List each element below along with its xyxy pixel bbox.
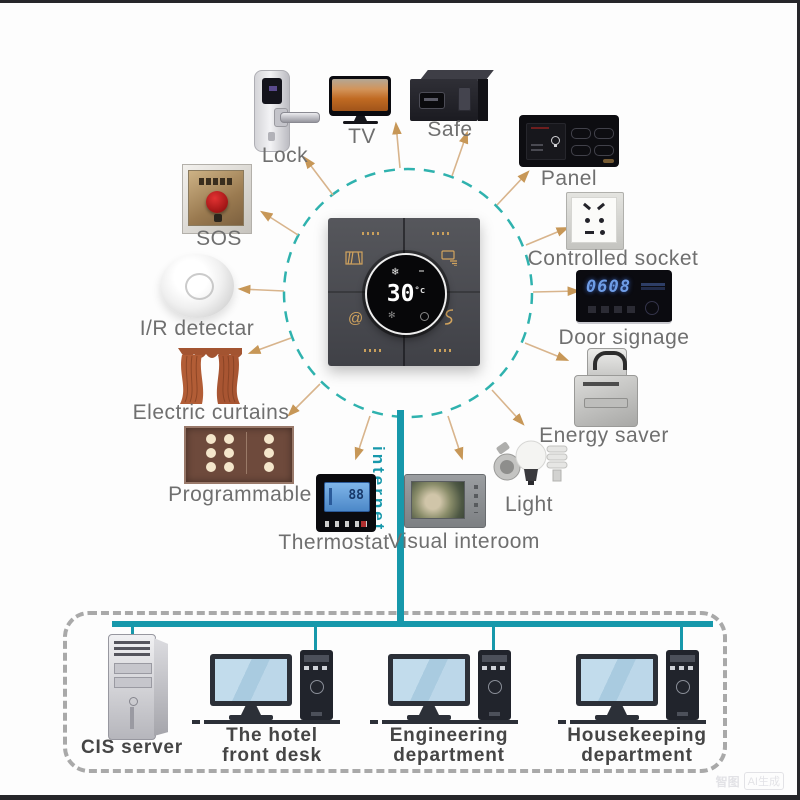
emergency-red-button xyxy=(206,191,228,213)
engineering-computer-icon xyxy=(370,650,518,728)
front-desk-computer-icon xyxy=(192,650,340,728)
curtains-icon xyxy=(176,346,244,406)
sos-button-icon xyxy=(182,164,252,234)
drop-line-housekeeping xyxy=(680,627,683,651)
label-safe: Safe xyxy=(427,118,473,141)
clock-icon xyxy=(420,312,429,321)
label-controlled-socket: Controlled socket xyxy=(527,247,699,270)
label-tv: TV xyxy=(348,125,376,148)
scene-s-icon xyxy=(444,309,454,325)
door-lock-icon xyxy=(254,70,320,152)
laundry-icon: @ xyxy=(348,310,364,327)
drop-line-frontdesk xyxy=(314,627,317,651)
housekeeping-computer-icon xyxy=(558,650,706,728)
watermark: 智图 AI生成 xyxy=(716,772,784,790)
label-thermostat: Thermostat xyxy=(278,531,390,554)
central-thermostat-panel: @ ❄ 30°c ✻ xyxy=(328,218,480,366)
internet-trunk-line xyxy=(397,410,404,623)
socket-icon xyxy=(566,192,624,250)
fan-icon: ✻ xyxy=(388,310,396,320)
energy-saver-icon xyxy=(574,348,638,427)
tv-icon xyxy=(329,76,393,126)
thermostat-lcd-value: 88 xyxy=(348,488,364,503)
frame-edge-right xyxy=(797,0,800,800)
video-intercom-icon xyxy=(404,474,486,528)
control-panel-icon xyxy=(519,115,619,167)
label-ir-detectar: I/R detectar xyxy=(139,317,255,340)
room-number-display: 0608 xyxy=(586,277,631,297)
label-electric-curtains: Electric curtains xyxy=(132,401,290,424)
cis-server-icon xyxy=(102,630,174,740)
safe-icon xyxy=(410,70,494,122)
label-programmable: Programmable xyxy=(168,483,312,506)
door-signage-icon: 0608 xyxy=(576,270,672,324)
frame-edge-top xyxy=(0,0,800,3)
label-door-signage: Door signage xyxy=(558,326,690,349)
drop-line-engineering xyxy=(492,627,495,651)
frame-edge-bottom xyxy=(0,795,800,800)
ir-detector-icon xyxy=(160,254,236,320)
light-bulbs-icon xyxy=(489,434,569,496)
label-cis-server: CIS server xyxy=(80,737,183,758)
label-visual-interoom: Visual interoom xyxy=(388,530,540,553)
temperature-readout: 30°c xyxy=(386,281,426,307)
thermostat-icon: 88 xyxy=(316,474,376,534)
label-lock: Lock xyxy=(261,144,309,167)
thermostat-display: ❄ 30°c ✻ xyxy=(365,253,447,335)
curtain-icon xyxy=(345,251,363,265)
lan-dashed-box xyxy=(63,611,727,773)
programmable-switch-icon xyxy=(184,426,294,484)
label-sos: SOS xyxy=(196,227,242,250)
label-light: Light xyxy=(504,493,554,516)
label-energy-saver: Energy saver xyxy=(539,424,669,447)
cool-mode-icon: ❄ xyxy=(391,267,400,278)
card-service-icon xyxy=(441,250,457,266)
lan-bus-line xyxy=(112,621,713,627)
label-panel: Panel xyxy=(540,167,598,190)
bulb-glyph xyxy=(551,136,560,147)
